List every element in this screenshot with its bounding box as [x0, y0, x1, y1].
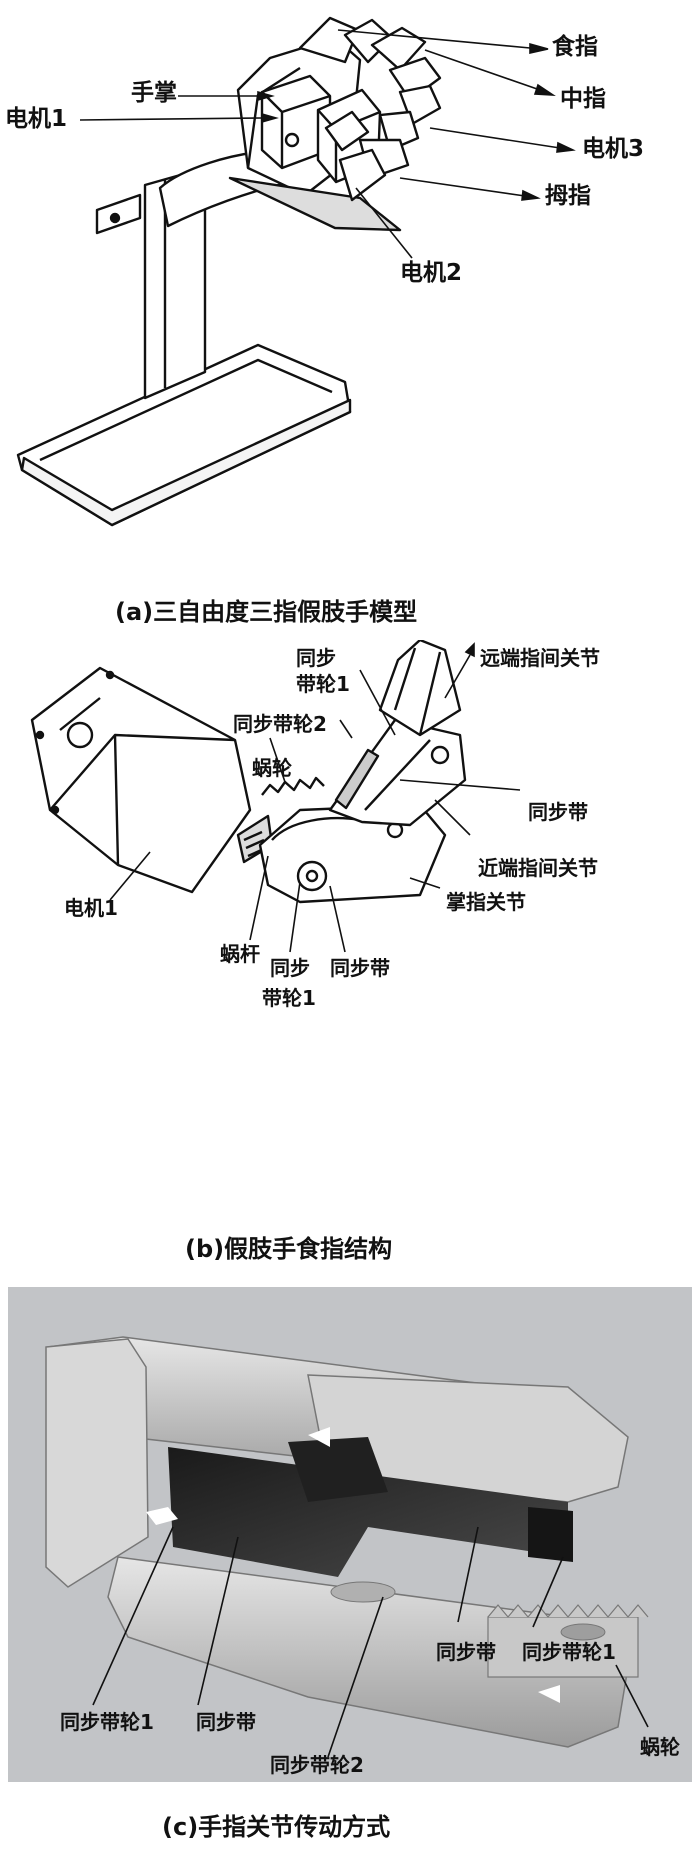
label-tongbu-bottom-a: 同步: [270, 956, 310, 980]
label-zhongzhi: 中指: [560, 86, 606, 112]
label-dianji3: 电机3: [582, 136, 645, 162]
label-shouzhang: 手掌: [131, 80, 177, 106]
label-zhangzhi: 掌指关节: [446, 890, 526, 914]
label-tongbu-dailun1-top-b: 带轮1: [296, 672, 350, 696]
prosthetic-hand-model-drawing: [16, 16, 576, 527]
label-wolun-c: 蜗轮: [640, 1735, 680, 1759]
label-muzhi: 拇指: [545, 183, 591, 209]
label-yuanduan: 远端指间关节: [480, 646, 600, 670]
label-tongbudai-right: 同步带: [528, 800, 588, 824]
caption-a: (a)三自由度三指假肢手模型: [115, 598, 418, 626]
label-wolun-b: 蜗轮: [252, 756, 292, 780]
label-tongbudai-left: 同步带: [196, 1710, 256, 1734]
label-tongbu-dailun2: 同步带轮2: [233, 712, 327, 736]
label-tongbudai-mid: 同步带: [436, 1640, 496, 1664]
label-shizhi: 食指: [552, 34, 598, 60]
transmission-3d-render: [45, 1336, 649, 1758]
label-jinduan: 近端指间关节: [478, 856, 598, 880]
label-tongbu-dailun1-right: 同步带轮1: [522, 1640, 616, 1664]
index-finger-structure-drawing: [30, 640, 521, 953]
caption-b: (b)假肢手食指结构: [185, 1235, 393, 1263]
label-tongbu-bottom-b: 带轮1: [262, 986, 316, 1010]
label-wogan: 蜗杆: [220, 942, 260, 966]
label-tongbu-dailun1-top-a: 同步: [296, 646, 336, 670]
label-dianji1-b: 电机1: [64, 896, 118, 920]
label-dianji1: 电机1: [5, 106, 68, 132]
label-tongbu-dailun2-c: 同步带轮2: [270, 1753, 364, 1777]
joint-transmission-render: 同步带 同步带轮1 同步带轮1 同步带 同步带轮2 蜗轮: [8, 1287, 692, 1782]
label-tongbudai-bottom: 同步带: [330, 956, 390, 980]
label-dianji2: 电机2: [400, 260, 463, 286]
label-tongbu-dailun1-left: 同步带轮1: [60, 1710, 154, 1734]
caption-c: (c)手指关节传动方式: [162, 1813, 391, 1841]
